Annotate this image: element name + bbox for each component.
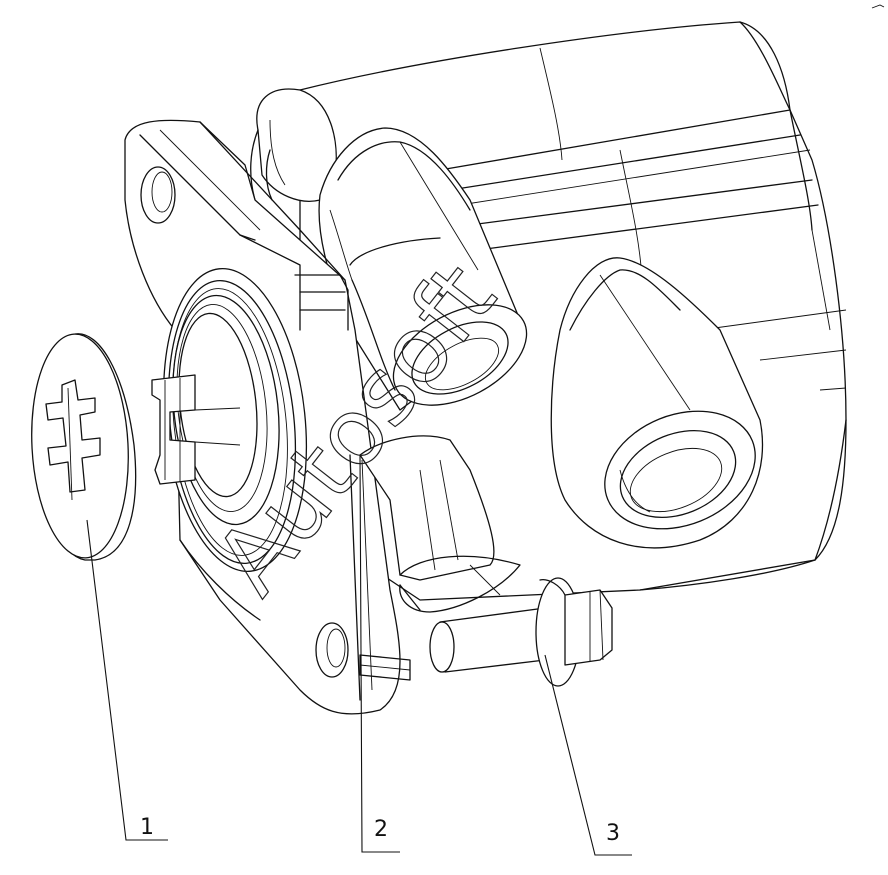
leader-line-3 (544, 654, 632, 856)
callout-lines (86, 454, 632, 856)
callout-label-2: 2 (374, 817, 388, 842)
lower-body (359, 435, 521, 613)
part-3-bolt (429, 577, 613, 687)
part-1-cap (31, 333, 137, 561)
leader-line-2 (359, 454, 400, 853)
callout-label-3: 3 (606, 821, 620, 846)
housing-boss (250, 88, 337, 236)
corner-mark (871, 4, 885, 9)
shaft-seal (151, 268, 308, 572)
lower-port (550, 257, 764, 549)
leader-line-1 (86, 519, 168, 841)
upper-port (318, 127, 528, 411)
callout-label-1: 1 (140, 815, 154, 840)
